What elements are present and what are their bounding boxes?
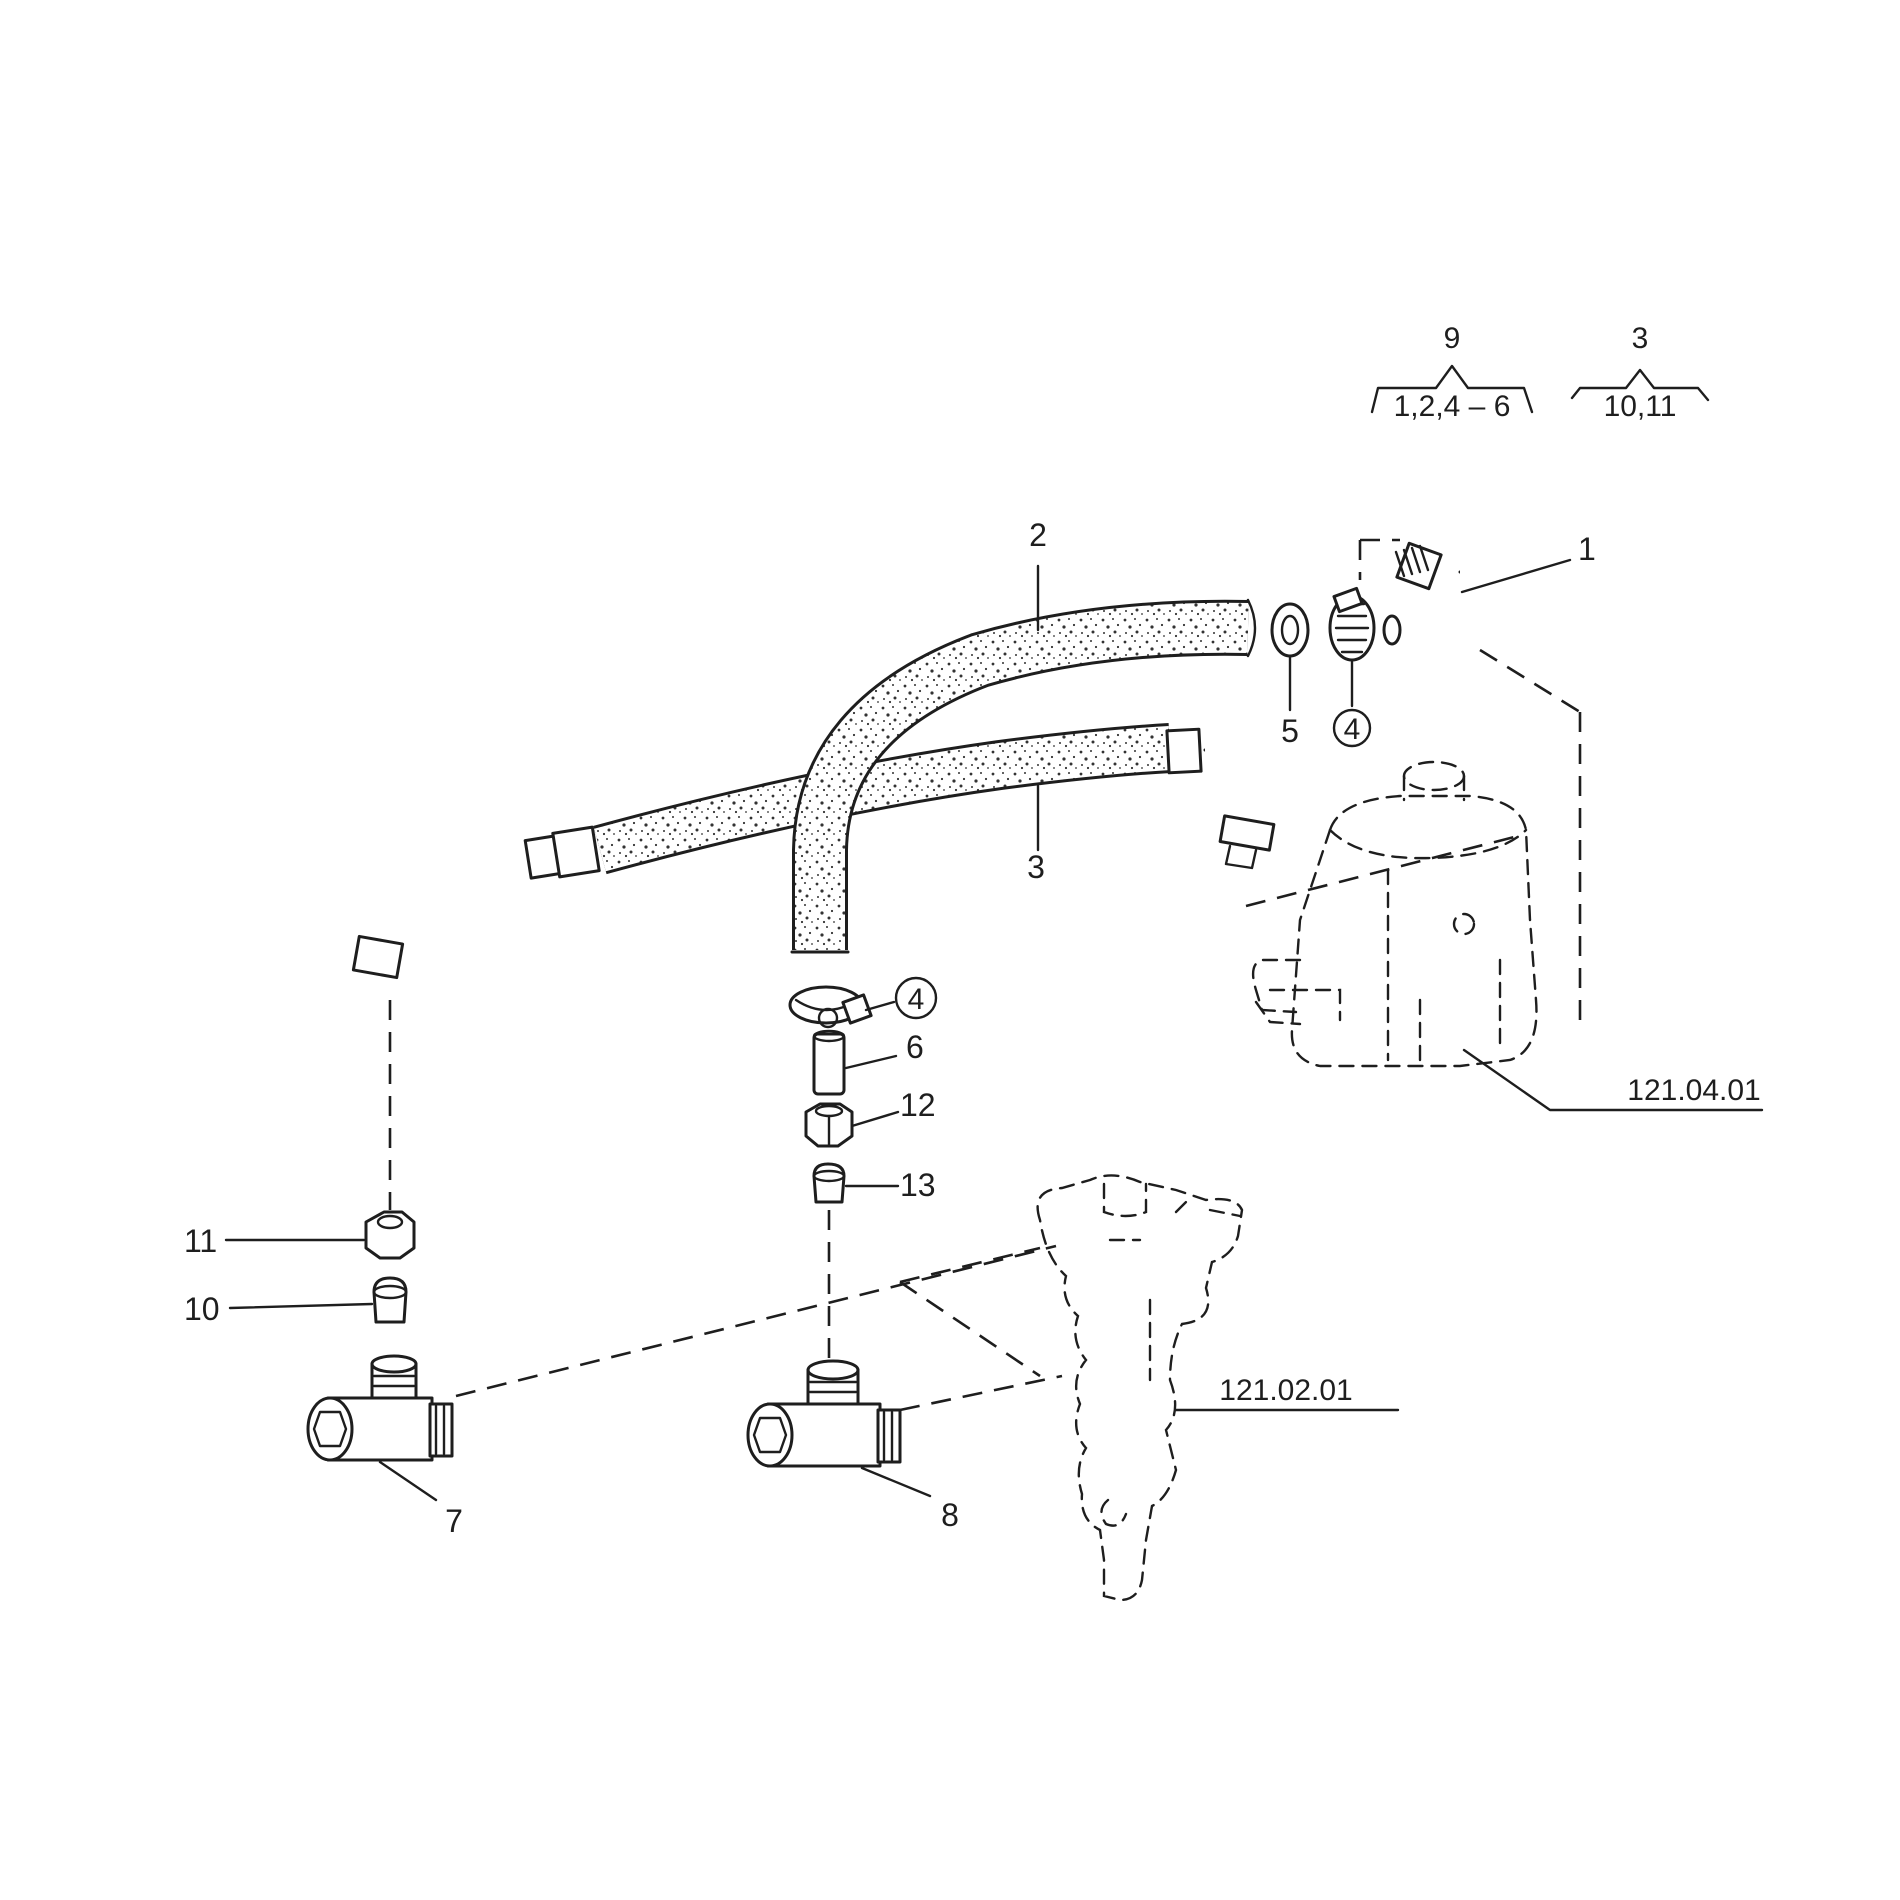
tee-fitting-7 [306, 1354, 454, 1462]
tee-fitting-8 [746, 1359, 902, 1468]
leader-lines [224, 558, 1764, 1502]
pump-ghost [1251, 760, 1538, 1068]
nut-11 [364, 1210, 416, 1260]
nut-12 [804, 1102, 854, 1148]
hose-2 [790, 598, 1257, 954]
title-block-2-bottom: 10,11 [1604, 390, 1677, 423]
callout-13: 13 [900, 1167, 936, 1203]
clamp-4-lower [788, 985, 873, 1029]
clamp-4-upper [1328, 586, 1376, 662]
brace-1 [1370, 364, 1534, 414]
title-block-2-top: 3 [1632, 322, 1649, 355]
callout-5: 5 [1281, 713, 1299, 749]
callout-4-lower: 4 [908, 983, 925, 1016]
reference-block: 121.02.01 [1219, 1374, 1352, 1407]
callout-3: 3 [1027, 849, 1045, 885]
callout-8: 8 [941, 1497, 959, 1533]
reference-pump: 121.04.01 [1627, 1074, 1760, 1107]
callout-12: 12 [900, 1087, 936, 1123]
title-block-1-top: 9 [1444, 322, 1461, 355]
callout-11: 11 [184, 1223, 217, 1259]
washer-5 [1270, 602, 1310, 658]
olive-13 [812, 1162, 846, 1204]
callout-6: 6 [906, 1029, 924, 1065]
title-block-1: 9 1,2,4 – 6 [1370, 322, 1534, 423]
elbow-pipe-1 [1382, 541, 1503, 646]
olive-10 [372, 1276, 408, 1324]
callouts: 1 2 3 5 4 4 6 12 13 11 10 7 8 121.04.01 … [184, 517, 1761, 1539]
brace-2 [1570, 368, 1710, 402]
title-block-1-bottom: 1,2,4 – 6 [1394, 390, 1511, 423]
callout-7: 7 [445, 1503, 463, 1539]
callout-4-upper: 4 [1344, 713, 1361, 746]
callout-4-upper-circle [1332, 708, 1372, 748]
callout-1: 1 [1578, 531, 1596, 567]
title-block-2: 3 10,11 [1570, 322, 1710, 423]
hose-3 [351, 723, 1276, 980]
callout-2: 2 [1029, 517, 1047, 553]
tube-6 [812, 1029, 846, 1096]
callout-4-lower-circle [894, 976, 938, 1020]
block-ghost [1036, 1174, 1244, 1602]
connection-lines [388, 538, 1582, 1412]
callout-10: 10 [184, 1291, 220, 1327]
